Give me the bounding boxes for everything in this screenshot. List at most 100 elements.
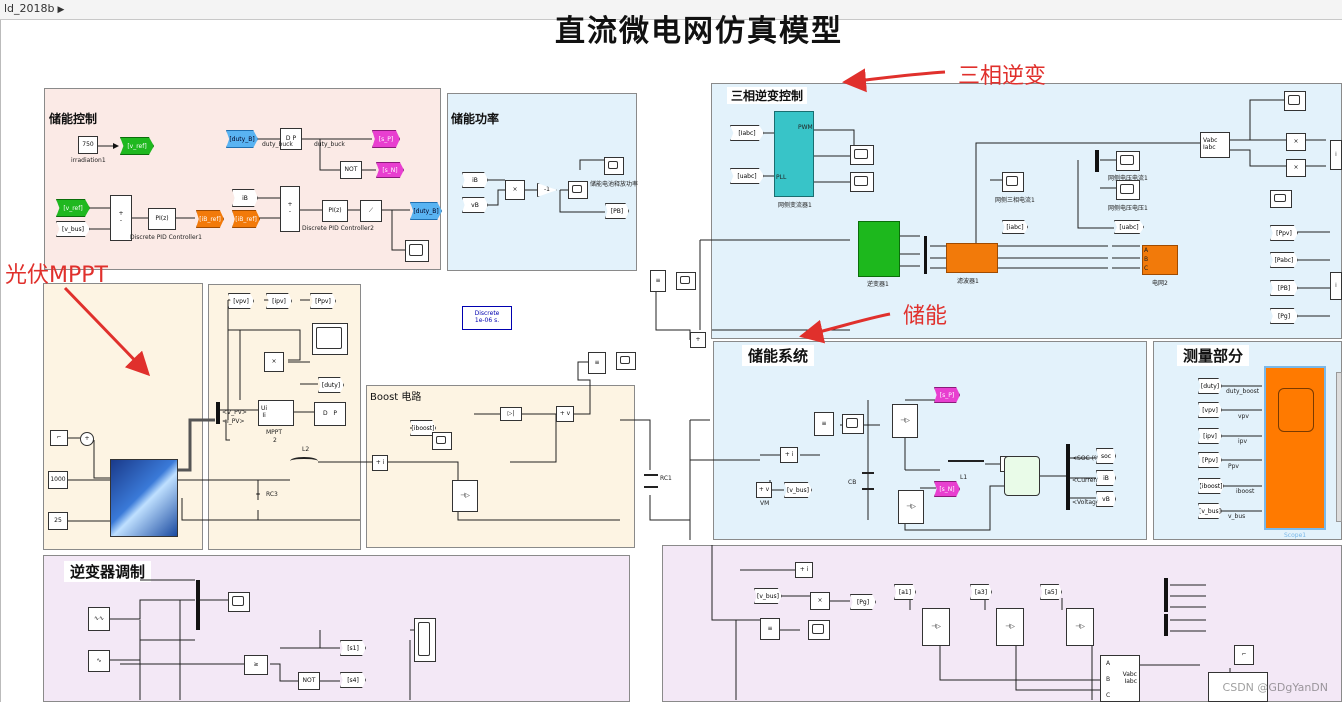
goto-ib[interactable]: iB	[1096, 470, 1116, 486]
sine-wave-generator[interactable]: ∿	[88, 650, 110, 672]
current-meter-storage[interactable]: + i	[780, 447, 798, 463]
product-bridge[interactable]: ×	[810, 592, 830, 610]
from-vpv-meas[interactable]: [vpv]	[1198, 402, 1222, 418]
const-1000[interactable]: 1000	[48, 471, 68, 489]
from-pg-meas[interactable]: [Pg]	[1270, 308, 1298, 324]
from-ib-ref[interactable]: [iB_ref]	[232, 210, 260, 228]
product-pq-1[interactable]: ×	[1286, 133, 1306, 151]
from-iabc[interactable]: [Iabc]	[730, 125, 764, 141]
scope-power-meas[interactable]	[1284, 91, 1306, 111]
igbt-storage-upper[interactable]: ⊣▷	[892, 404, 918, 438]
display-rc1[interactable]: ≡	[650, 270, 666, 292]
chevron-right-icon[interactable]: ▶	[57, 5, 65, 15]
scope-grid-voltage-2[interactable]	[1116, 180, 1140, 200]
from-ppv-meas-2[interactable]: [Ppv]	[1198, 452, 1222, 468]
from-vbus-meas[interactable]: [v_bus]	[1198, 503, 1222, 519]
relational-operator[interactable]: ≥	[244, 655, 268, 675]
goto-ib-ref[interactable]: [iB_ref]	[196, 210, 224, 228]
from-uabc[interactable]: [uabc]	[730, 168, 764, 184]
from-vbus-bridge[interactable]: [v_bus]	[754, 588, 782, 604]
goto-s4[interactable]: [s4]	[340, 672, 366, 688]
scope-boost[interactable]	[432, 432, 452, 450]
goto-v-ref[interactable]: [v_ref]	[120, 137, 154, 155]
edge-display[interactable]	[1336, 372, 1342, 522]
scope-storage[interactable]	[842, 414, 864, 434]
scope-duty[interactable]	[405, 240, 429, 262]
scope1-block[interactable]	[1264, 366, 1326, 530]
igbt-storage-lower[interactable]: ⊣▷	[898, 490, 924, 524]
not-gate-modulation[interactable]: NOT	[298, 672, 320, 690]
capacitor-rc3[interactable]: ═	[256, 490, 260, 498]
goto-v-bus[interactable]: [v_bus]	[784, 482, 812, 498]
pid-controller-1[interactable]: PI(z)	[148, 208, 176, 230]
duty-buck-block[interactable]: D P	[280, 128, 302, 150]
scope-power-release[interactable]	[604, 157, 624, 175]
scope-modulation[interactable]	[228, 592, 250, 612]
goto-uabc[interactable]: [uabc]	[1114, 220, 1144, 234]
step-block[interactable]: ⌐	[50, 430, 68, 446]
from-iboost-meas[interactable]: [iboost]	[1198, 478, 1224, 494]
goto-duty[interactable]: [duty]	[318, 377, 344, 393]
from-a5[interactable]: [a5]	[1040, 584, 1062, 600]
inverter-bridge[interactable]	[858, 221, 900, 277]
diode-boost[interactable]: ▷|	[500, 407, 522, 421]
from-ib[interactable]: iB	[232, 189, 258, 207]
igbt-bridge-a1[interactable]: ⊣▷	[922, 608, 950, 646]
power-meas-block[interactable]: Vabc Iabc	[1200, 132, 1230, 158]
goto-s-n[interactable]: [s_N]	[376, 162, 404, 178]
grid-source[interactable]	[1142, 245, 1178, 275]
voltage-meter-vm[interactable]: + v	[756, 482, 772, 498]
product-block-mppt[interactable]: ×	[264, 352, 284, 372]
from-duty-meas[interactable]: [duty]	[1198, 378, 1222, 394]
display-bridge[interactable]: ≡	[760, 618, 780, 640]
pid-controller-2[interactable]: PI(z)	[322, 200, 348, 222]
not-gate[interactable]: NOT	[340, 161, 362, 179]
scope-rc1[interactable]	[676, 272, 696, 290]
from-v-bus[interactable]: [v_bus]	[56, 221, 90, 237]
from-a1[interactable]: [a1]	[894, 584, 916, 600]
mux-bridge-1[interactable]	[1164, 578, 1168, 612]
scope-vbus[interactable]	[616, 352, 636, 370]
goto-vb[interactable]: vB	[1096, 491, 1116, 507]
sum-block-1[interactable]: +-	[110, 195, 132, 241]
inductor-l1[interactable]	[948, 460, 984, 468]
from-s-p-storage[interactable]: [s_P]	[934, 387, 960, 403]
saturation-block[interactable]: ⟋	[360, 200, 382, 222]
mux-modulation[interactable]	[196, 580, 200, 630]
mppt-bus-selector[interactable]	[216, 402, 220, 424]
from-ipv-meas[interactable]: [ipv]	[1198, 428, 1222, 444]
product-pq-2[interactable]: ×	[1286, 159, 1306, 177]
battery-bus-selector[interactable]	[1066, 444, 1070, 510]
mppt-pwm-block[interactable]: D P	[314, 402, 346, 426]
current-meter-bridge[interactable]: + i	[795, 562, 813, 578]
igbt-boost[interactable]: ⊣▷	[452, 480, 478, 512]
sum-circle[interactable]: +	[80, 432, 94, 446]
model-tab-label[interactable]: ld_2018b	[4, 2, 55, 15]
igbt-bridge-a3[interactable]: ⊣▷	[996, 608, 1024, 646]
scope-grid-voltage[interactable]	[1116, 151, 1140, 171]
pv-array-image[interactable]	[110, 459, 178, 537]
scope-pq[interactable]	[1270, 190, 1292, 208]
from-pabc[interactable]: [Pabc]	[1270, 252, 1298, 268]
igbt-bridge-a5[interactable]: ⊣▷	[1066, 608, 1094, 646]
triangle-wave-generator[interactable]: ∿∿	[88, 607, 110, 631]
scope-q[interactable]	[850, 172, 874, 192]
from-duty-b[interactable]: [duty_B]	[226, 130, 258, 148]
irradiation-constant[interactable]: 750	[78, 136, 98, 154]
bridge-load-block[interactable]	[1208, 672, 1268, 702]
powergui-discrete[interactable]: Discrete 1e-06 s.	[462, 306, 512, 330]
const-25[interactable]: 25	[48, 512, 68, 530]
goto-duty-b[interactable]: [duty_B]	[410, 202, 442, 220]
from-ppv-meas[interactable]: [Ppv]	[1270, 225, 1298, 241]
from-vb-power[interactable]: vB	[462, 197, 488, 213]
product-block-power[interactable]: ×	[505, 180, 525, 200]
from-ib-power[interactable]: iB	[462, 172, 488, 188]
goto-soc[interactable]: soc	[1096, 448, 1116, 464]
mux-bridge-2[interactable]	[1164, 614, 1168, 636]
filter-block[interactable]	[946, 243, 998, 273]
display-boost[interactable]: ≡	[588, 352, 606, 374]
scope-power[interactable]	[568, 181, 588, 199]
mux-power[interactable]: ⁞	[1330, 140, 1342, 170]
goto-pg[interactable]: [Pg]	[850, 594, 876, 610]
scope-modulation-2[interactable]	[414, 618, 436, 662]
